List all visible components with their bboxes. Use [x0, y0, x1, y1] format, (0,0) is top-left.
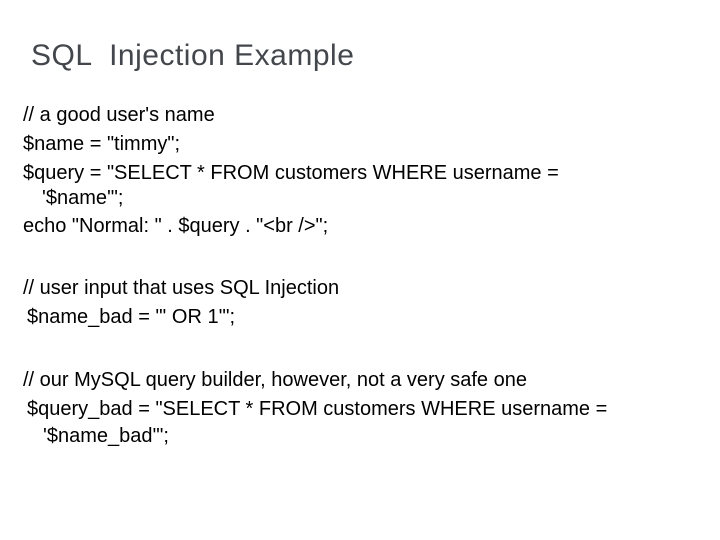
code-comment-good-name: // a good user's name	[23, 104, 215, 126]
code-line-query-assignment: $query = "SELECT * FROM customers WHERE …	[23, 162, 559, 184]
code-line-name-assignment: $name = "timmy";	[23, 133, 181, 155]
code-line-query-bad-assignment: $query_bad = "SELECT * FROM customers WH…	[27, 398, 608, 420]
code-line-name-bad-assignment: $name_bad = "' OR 1'";	[27, 306, 236, 328]
code-line-query-assignment-wrap: '$name'";	[42, 187, 124, 209]
code-line-echo-normal: echo "Normal: " . $query . "<br />";	[23, 215, 329, 237]
code-comment-user-input: // user input that uses SQL Injection	[23, 277, 340, 299]
code-comment-query-builder: // our MySQL query builder, however, not…	[23, 369, 527, 391]
slide-title: SQL Injection Example	[31, 39, 355, 72]
code-line-query-bad-assignment-wrap: '$name_bad'";	[43, 425, 169, 447]
